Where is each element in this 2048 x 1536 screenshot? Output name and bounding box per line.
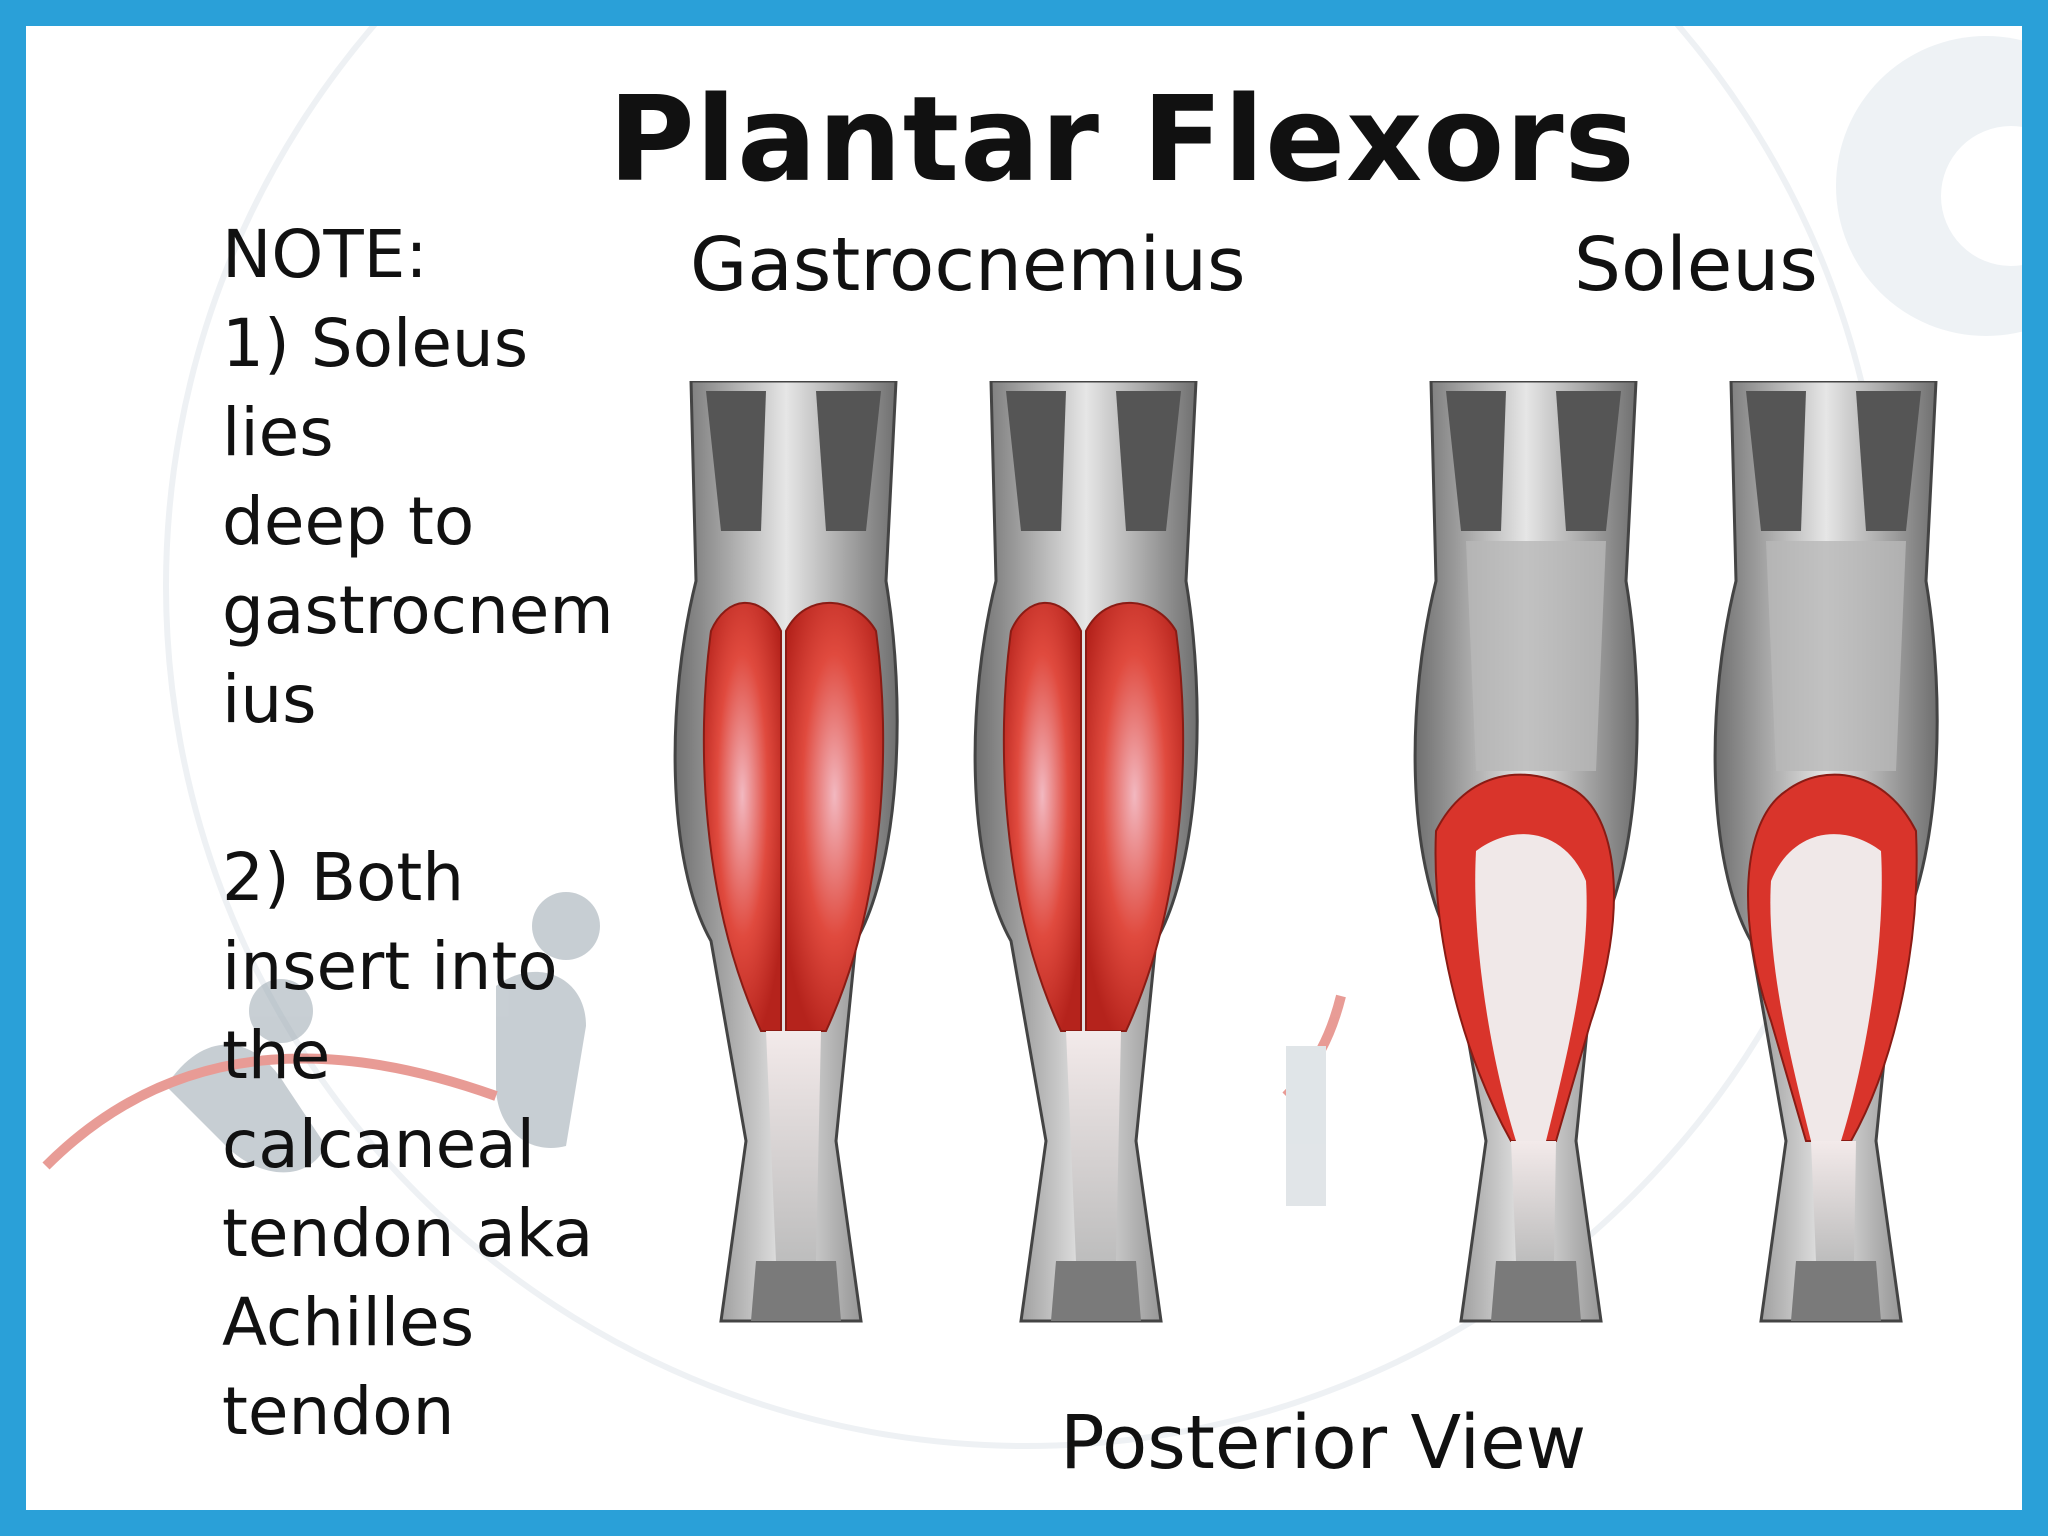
- leg-soleus-left-image: [1413, 381, 1639, 1323]
- slide-canvas: Plantar Flexors NOTE: 1) Soleus lies dee…: [26, 26, 2022, 1510]
- leg-gastrocnemius-right-image: [973, 381, 1199, 1323]
- athlete-watermark: [42, 892, 1346, 1206]
- leg-illustrations: [673, 381, 1939, 1323]
- leg-gastrocnemius-left-image: [673, 381, 899, 1323]
- slide-title: Plantar Flexors: [608, 70, 1636, 208]
- label-posterior-view: Posterior View: [1060, 1400, 1587, 1486]
- background-watermark: [42, 26, 2022, 1449]
- label-gastrocnemius: Gastrocnemius: [690, 222, 1246, 308]
- note-text: NOTE: 1) Soleus lies deep to gastrocnem …: [222, 216, 614, 1450]
- label-soleus: Soleus: [1574, 222, 1818, 308]
- leg-soleus-right-image: [1713, 381, 1939, 1323]
